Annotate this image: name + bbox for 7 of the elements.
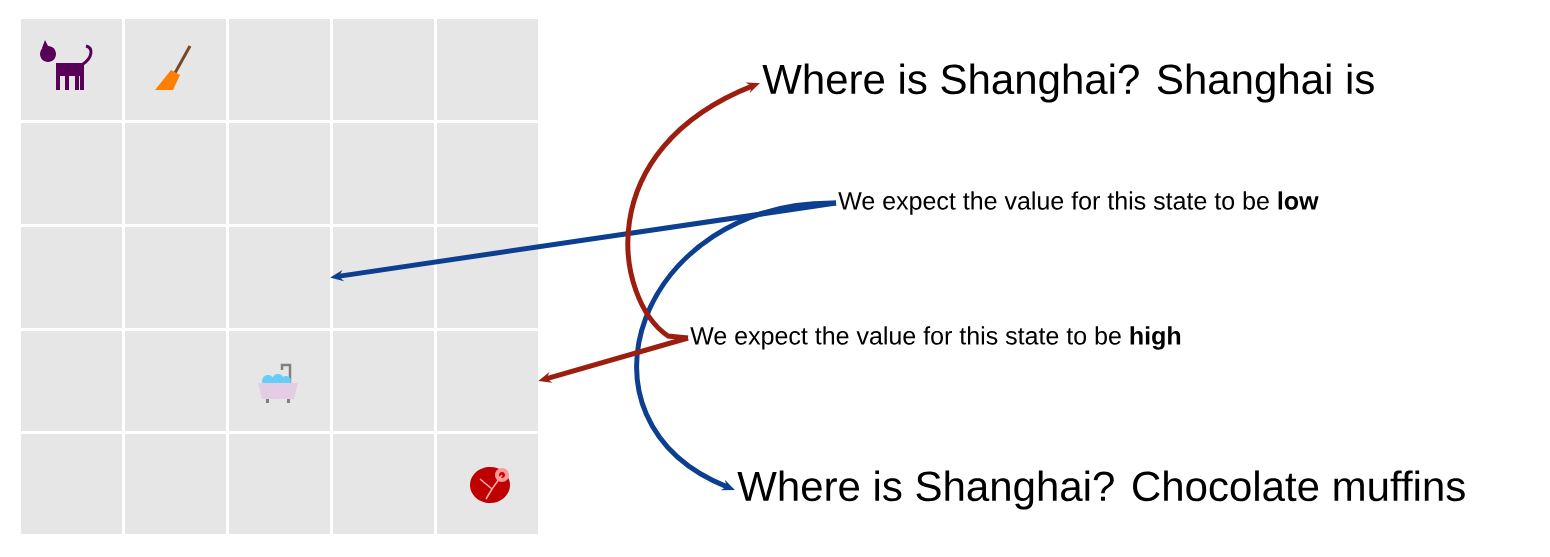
text-label: Where is Shanghai? Chocolate muffins [737, 470, 1465, 510]
arrow [635, 200, 837, 491]
text-label: We expect the value for this state to be low [838, 191, 1319, 215]
text-label: Where is Shanghai? Shanghai is [762, 63, 1374, 103]
grid-cell [437, 331, 538, 431]
text-label: We expect the value for this state to be high [690, 326, 1181, 350]
grid-cell [229, 227, 330, 328]
